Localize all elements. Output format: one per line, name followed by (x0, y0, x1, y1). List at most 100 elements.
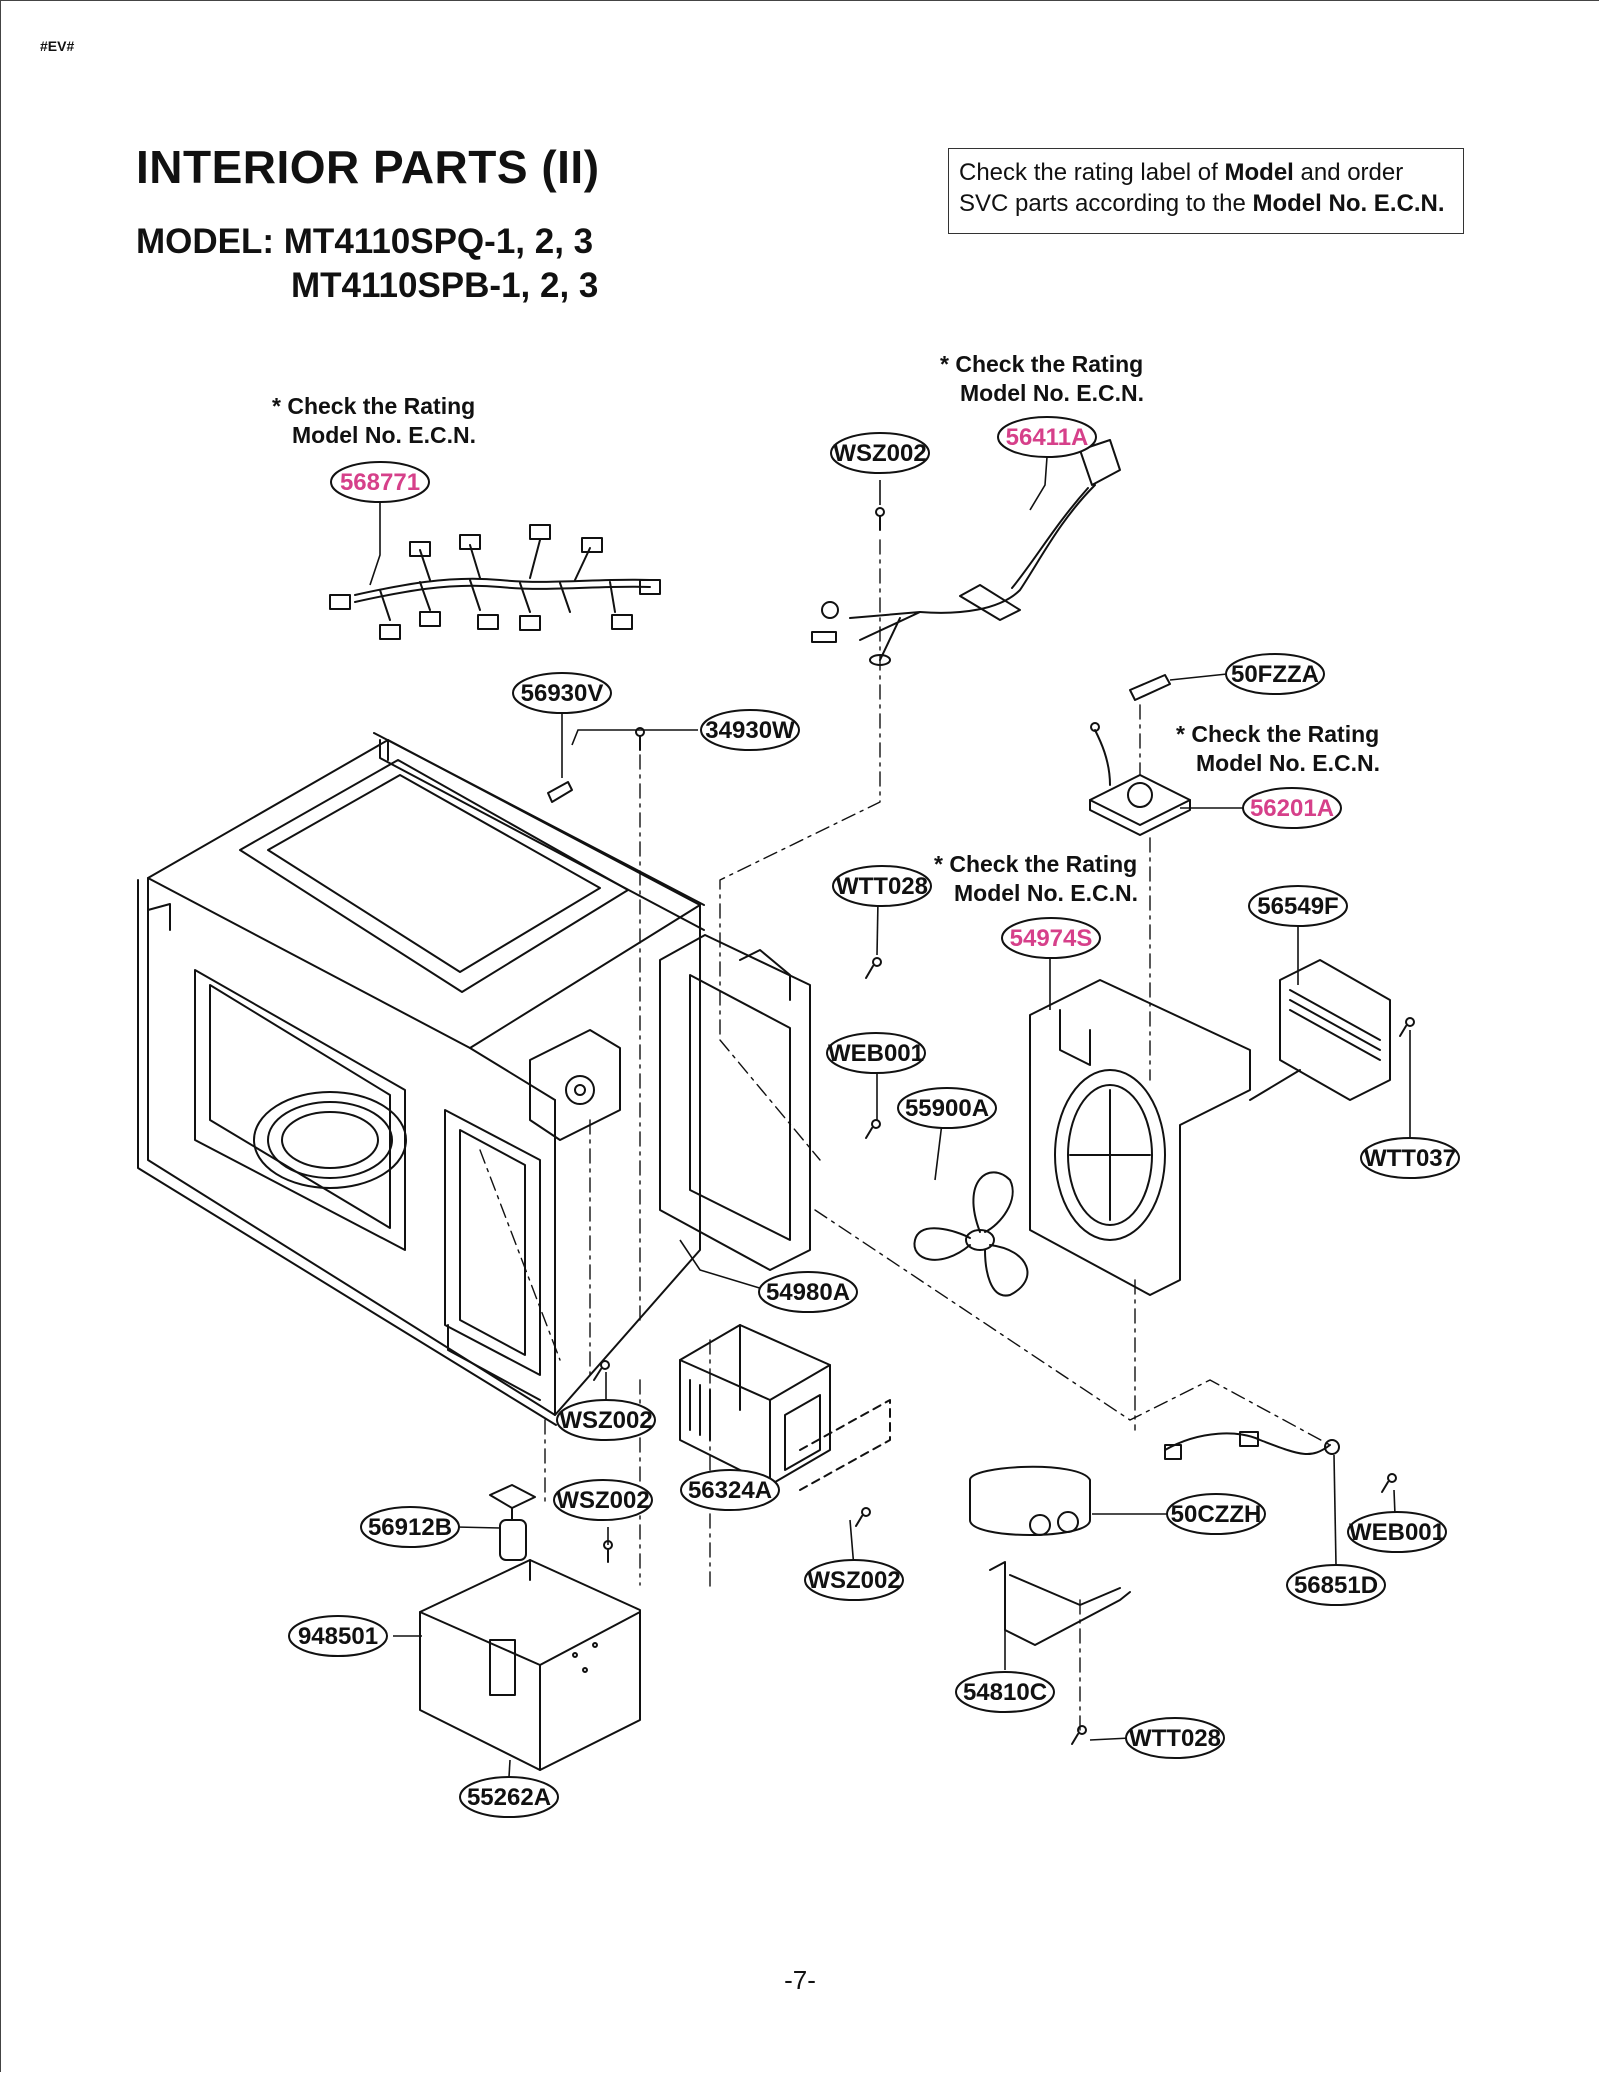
turntable-motor-drawing (529, 1029, 621, 1141)
part-callout-55900a: 55900A (897, 1087, 997, 1129)
callout-ellipse (1242, 787, 1342, 829)
part-code: 34930W (705, 717, 795, 744)
notice-text: and order (1293, 159, 1404, 186)
part-code: 55262A (467, 1784, 551, 1811)
part-callout-54974s: 54974S (1001, 917, 1101, 959)
part-callout-wsz002: WSZ002 (553, 1479, 653, 1521)
fan-motor-drawing (1249, 959, 1391, 1101)
fan-blade-drawing (913, 1171, 1029, 1297)
part-callout-54980a: 54980A (758, 1271, 858, 1313)
notice-text: Check the rating label of (959, 159, 1225, 186)
model-label: MODEL: (136, 222, 275, 261)
callout-ellipse (1248, 885, 1348, 927)
callout-ellipse (832, 865, 932, 907)
callout-ellipse (700, 709, 800, 751)
waveguide-panel-drawing (659, 934, 811, 1271)
part-callout-56930v: 56930V (512, 672, 612, 714)
callout-ellipse (553, 1479, 653, 1521)
rating-note-harness: * Check the Rating Model No. E.C.N. (272, 392, 476, 450)
noise-filter-pcb-drawing (1089, 722, 1191, 836)
wire-harness-drawing (329, 524, 661, 640)
callout-ellipse (512, 672, 612, 714)
part-code: 56549F (1257, 893, 1338, 920)
magnetron-drawing (679, 1324, 891, 1491)
hv-capacitor-drawing (969, 1465, 1091, 1536)
leader-lines (369, 456, 1411, 1778)
hv-transformer-drawing (419, 1559, 641, 1771)
part-code: 55900A (905, 1095, 989, 1122)
assembly-guide-lines (479, 539, 1331, 1731)
part-code: 56851D (1294, 1572, 1378, 1599)
part-callout-wtt028: WTT028 (832, 865, 932, 907)
rating-note-line: Model No. E.C.N. (292, 422, 476, 448)
air-guide-bracket-drawing (1029, 979, 1251, 1296)
rating-note-line: Model No. E.C.N. (960, 380, 1144, 406)
part-code: WSZ002 (833, 440, 926, 467)
callout-ellipse (1360, 1137, 1460, 1179)
callout-ellipse (288, 1615, 388, 1657)
rating-note-powercord: * Check the Rating Model No. E.C.N. (940, 350, 1144, 408)
part-callout-34930w: 34930W (700, 709, 800, 751)
part-code: WTT028 (836, 873, 928, 900)
part-code: 54980A (766, 1279, 850, 1306)
rating-notice-box: Check the rating label of Model and orde… (948, 148, 1464, 234)
rating-note-line: * Check the Rating (934, 851, 1138, 877)
part-code: WTT037 (1364, 1145, 1456, 1172)
callout-ellipse (897, 1087, 997, 1129)
part-code: 54810C (963, 1679, 1047, 1706)
rating-note-line: Model No. E.C.N. (1196, 750, 1380, 776)
model-name-1: MT4110SPQ-1, 2, 3 (283, 222, 594, 261)
part-callout-56201a: 56201A (1242, 787, 1342, 829)
oven-cavity-drawing (137, 732, 705, 1426)
part-callout-56549f: 56549F (1248, 885, 1348, 927)
part-callout-55262a: 55262A (459, 1776, 559, 1818)
part-callout-wtt028: WTT028 (1125, 1717, 1225, 1759)
part-code: 56912B (368, 1514, 452, 1541)
model-line-2: MT4110SPB-1, 2, 3 (291, 266, 598, 306)
part-callout-wsz002: WSZ002 (830, 432, 930, 474)
part-callout-948501: 948501 (288, 1615, 388, 1657)
part-code: 568771 (340, 469, 420, 496)
callout-ellipse (826, 1032, 926, 1074)
callout-ellipse (1286, 1564, 1386, 1606)
part-callout-56851d: 56851D (1286, 1564, 1386, 1606)
part-code: WSZ002 (807, 1567, 900, 1594)
part-code: 56930V (521, 680, 604, 707)
part-callout-56411a: 56411A (997, 416, 1097, 458)
part-code: 54974S (1010, 925, 1093, 952)
part-callout-50fzza: 50FZZA (1225, 653, 1325, 695)
callout-ellipse (330, 461, 430, 503)
rating-note-bracket: * Check the Rating Model No. E.C.N. (934, 850, 1138, 908)
notice-bold: Model No. E.C.N. (1252, 190, 1445, 217)
callout-ellipse (556, 1399, 656, 1441)
callout-ellipse (1166, 1493, 1266, 1535)
callout-ellipse (1225, 653, 1325, 695)
part-code: 50FZZA (1231, 661, 1319, 688)
callout-ellipse (459, 1776, 559, 1818)
page-tag: #EV# (40, 38, 75, 54)
part-callout-568771: 568771 (330, 461, 430, 503)
callout-ellipse (1001, 917, 1101, 959)
part-callout-web001: WEB001 (826, 1032, 926, 1074)
part-callout-56324a: 56324A (680, 1469, 780, 1511)
thermal-cutout-drawing (489, 1484, 536, 1561)
callout-ellipse (804, 1559, 904, 1601)
model-name-2: MT4110SPB-1, 2, 3 (291, 266, 599, 305)
part-code: 948501 (298, 1623, 378, 1650)
part-callout-50czzh: 50CZZH (1166, 1493, 1266, 1535)
callout-ellipse (1125, 1717, 1225, 1759)
callout-ellipse (360, 1506, 460, 1548)
part-code: 56411A (1006, 424, 1089, 451)
rating-note-line: Model No. E.C.N. (954, 880, 1138, 906)
page-number: -7- (784, 1965, 816, 1995)
callout-ellipse (758, 1271, 858, 1313)
part-code: 56324A (688, 1477, 772, 1504)
callout-ellipse (680, 1469, 780, 1511)
notice-bold: Model (1224, 159, 1294, 186)
rating-note-pcb: * Check the Rating Model No. E.C.N. (1176, 720, 1380, 778)
rating-note-line: * Check the Rating (272, 393, 476, 419)
part-code: WEB001 (828, 1040, 924, 1067)
rating-note-line: * Check the Rating (1176, 721, 1380, 747)
